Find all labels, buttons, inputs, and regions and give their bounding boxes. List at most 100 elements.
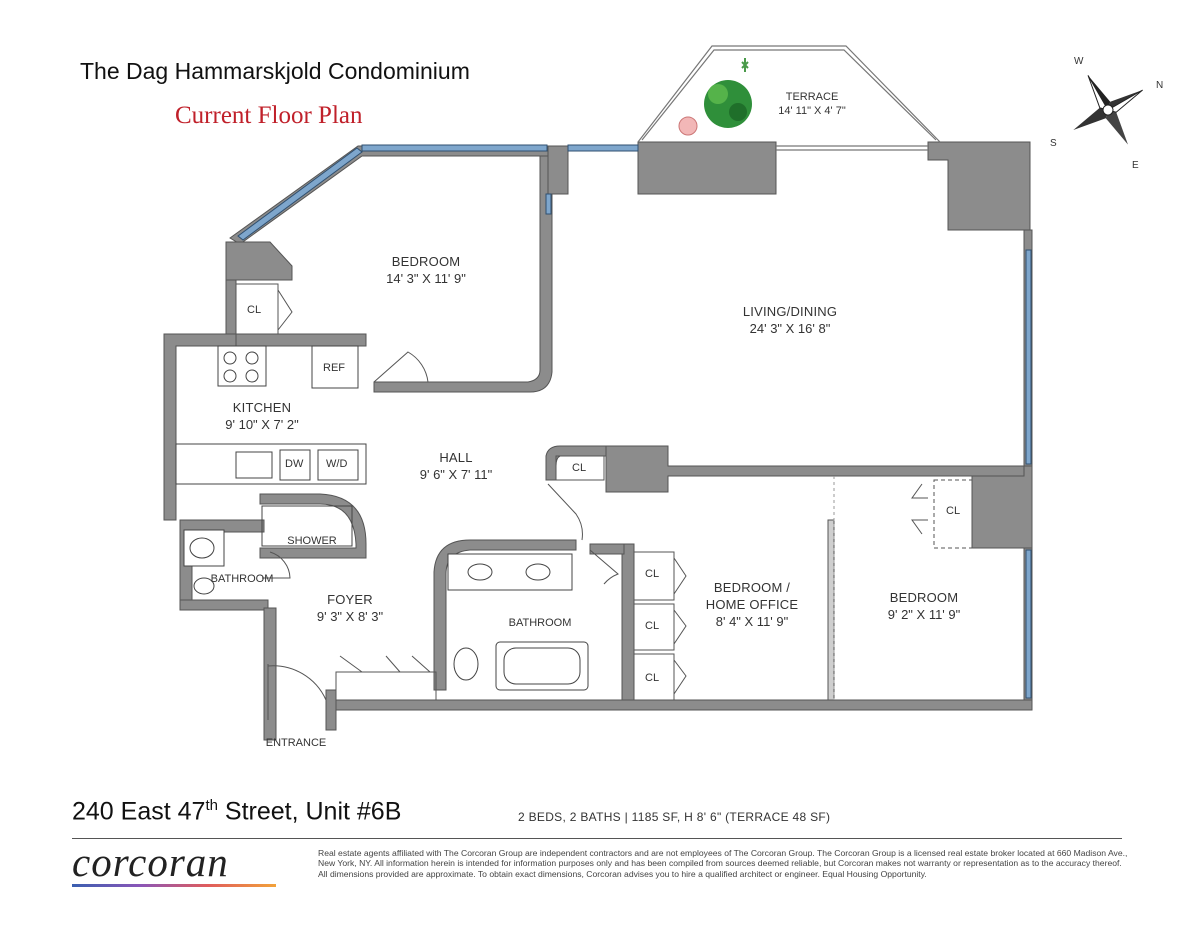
room-name: BEDROOM xyxy=(889,590,959,605)
room-bathroom-2: BATHROOM xyxy=(508,617,572,629)
unit-address: 240 East 47th Street, Unit #6B xyxy=(72,797,401,826)
washer-dryer xyxy=(317,449,359,481)
interior-wall xyxy=(259,493,367,559)
terrace-outline xyxy=(637,45,941,143)
room-living-dining: LIVING/DINING 24' 3" X 16' 8" xyxy=(743,304,837,338)
room-bathroom-1: BATHROOM xyxy=(210,573,274,585)
room-dims: 9' 6" X 7' 11" xyxy=(419,466,493,482)
room-name: TERRACE xyxy=(785,91,839,103)
door-swing xyxy=(589,549,619,585)
room-dims: 9' 3" X 8' 3" xyxy=(316,608,384,624)
room-bedroom-office: BEDROOM / HOME OFFICE 8' 4" X 11' 9" xyxy=(706,580,798,631)
room-dims: 9' 2" X 11' 9" xyxy=(887,606,961,622)
room-name-line2: HOME OFFICE xyxy=(705,596,799,612)
door-swing xyxy=(262,551,291,579)
room-name: BEDROOM xyxy=(391,254,461,269)
closet-door xyxy=(911,483,928,499)
dishwasher-label: DW xyxy=(285,458,304,470)
refrigerator xyxy=(311,345,359,389)
wall-block xyxy=(547,145,569,195)
address-ordinal: th xyxy=(205,797,218,814)
footer-divider xyxy=(72,838,1122,839)
closet xyxy=(555,455,605,481)
room-dims: 14' 11" X 4' 7" xyxy=(778,105,846,118)
room-name: LIVING/DINING xyxy=(742,304,838,319)
closet-label: CL xyxy=(946,505,961,517)
room-hall: HALL 9' 6" X 7' 11" xyxy=(420,450,493,484)
door-swing xyxy=(373,351,429,383)
room-name: KITCHEN xyxy=(232,400,292,415)
door-swing xyxy=(267,665,327,701)
room-dims: 9' 10" X 7' 2" xyxy=(225,416,299,432)
interior-wall xyxy=(605,445,1025,493)
room-terrace: TERRACE 14' 11" X 4' 7" xyxy=(778,90,845,119)
exterior-wall xyxy=(325,699,1033,711)
washer-dryer-label: W/D xyxy=(326,458,348,470)
closet-label: CL xyxy=(645,568,660,580)
window xyxy=(1025,549,1032,699)
toilet xyxy=(453,647,479,681)
legal-disclaimer: Real estate agents affiliated with The C… xyxy=(318,848,1128,879)
interior-wall xyxy=(589,543,625,555)
wall-block xyxy=(971,465,1033,549)
closet-door xyxy=(277,289,293,331)
double-vanity xyxy=(447,553,573,591)
closet xyxy=(633,653,675,701)
refrigerator-label: REF xyxy=(323,362,345,374)
address-street: 240 East 47 xyxy=(72,797,206,826)
wall-block xyxy=(637,141,777,195)
interior-wall xyxy=(373,155,553,393)
door-swing xyxy=(339,655,431,673)
room-bedroom-2: BEDROOM 9' 2" X 11' 9" xyxy=(888,590,961,624)
unit-info: 2 BEDS, 2 BATHS | 1185 SF, H 8' 6" (TERR… xyxy=(518,810,831,824)
room-shower: SHOWER xyxy=(287,535,337,547)
room-dims: 14' 3" X 11' 9" xyxy=(386,270,466,286)
room-dims: 24' 3" X 16' 8" xyxy=(749,320,831,336)
wall-block xyxy=(927,141,1031,249)
interior-wall xyxy=(621,543,635,703)
compass-east: E xyxy=(1132,160,1139,171)
closet xyxy=(933,479,973,549)
closet-label: CL xyxy=(247,304,262,316)
shower-pan xyxy=(261,505,353,547)
dishwasher xyxy=(279,449,311,481)
wall-block xyxy=(225,241,293,281)
closet xyxy=(235,283,279,335)
compass-south: S xyxy=(1050,138,1057,149)
compass-west: W xyxy=(1074,56,1084,67)
kitchen-sink xyxy=(235,451,273,479)
room-name: BEDROOM / xyxy=(713,580,791,595)
door-swing xyxy=(547,483,583,541)
terrace-rail xyxy=(641,49,937,141)
closet xyxy=(335,671,437,701)
room-bedroom-1: BEDROOM 14' 3" X 11' 9" xyxy=(386,254,466,288)
exterior-wall xyxy=(263,607,277,741)
window xyxy=(545,193,552,215)
room-name: HALL xyxy=(439,450,473,465)
wall-block xyxy=(179,599,269,611)
window xyxy=(237,147,363,241)
closet-door xyxy=(911,519,928,535)
room-entrance: ENTRANCE xyxy=(265,737,327,749)
window xyxy=(361,144,548,152)
room-kitchen: KITCHEN 9' 10" X 7' 2" xyxy=(225,400,298,434)
closet xyxy=(633,551,675,601)
plan-subtitle: Current Floor Plan xyxy=(175,102,363,129)
address-unit: Street, Unit #6B xyxy=(217,797,402,826)
exterior-wall xyxy=(325,689,337,731)
closet-door xyxy=(673,659,687,695)
building-name: The Dag Hammarskjold Condominium xyxy=(80,58,470,84)
closet-label: CL xyxy=(645,620,660,632)
compass-rose xyxy=(1073,75,1143,145)
closet-door xyxy=(673,609,687,645)
closet xyxy=(633,603,675,651)
closet-label: CL xyxy=(645,672,660,684)
compass-north: N xyxy=(1156,80,1164,91)
room-foyer: FOYER 9' 3" X 8' 3" xyxy=(317,592,383,626)
bathtub xyxy=(495,641,589,691)
closet-door xyxy=(673,557,687,595)
sliding-partition xyxy=(827,519,835,701)
wall-block xyxy=(225,279,237,335)
